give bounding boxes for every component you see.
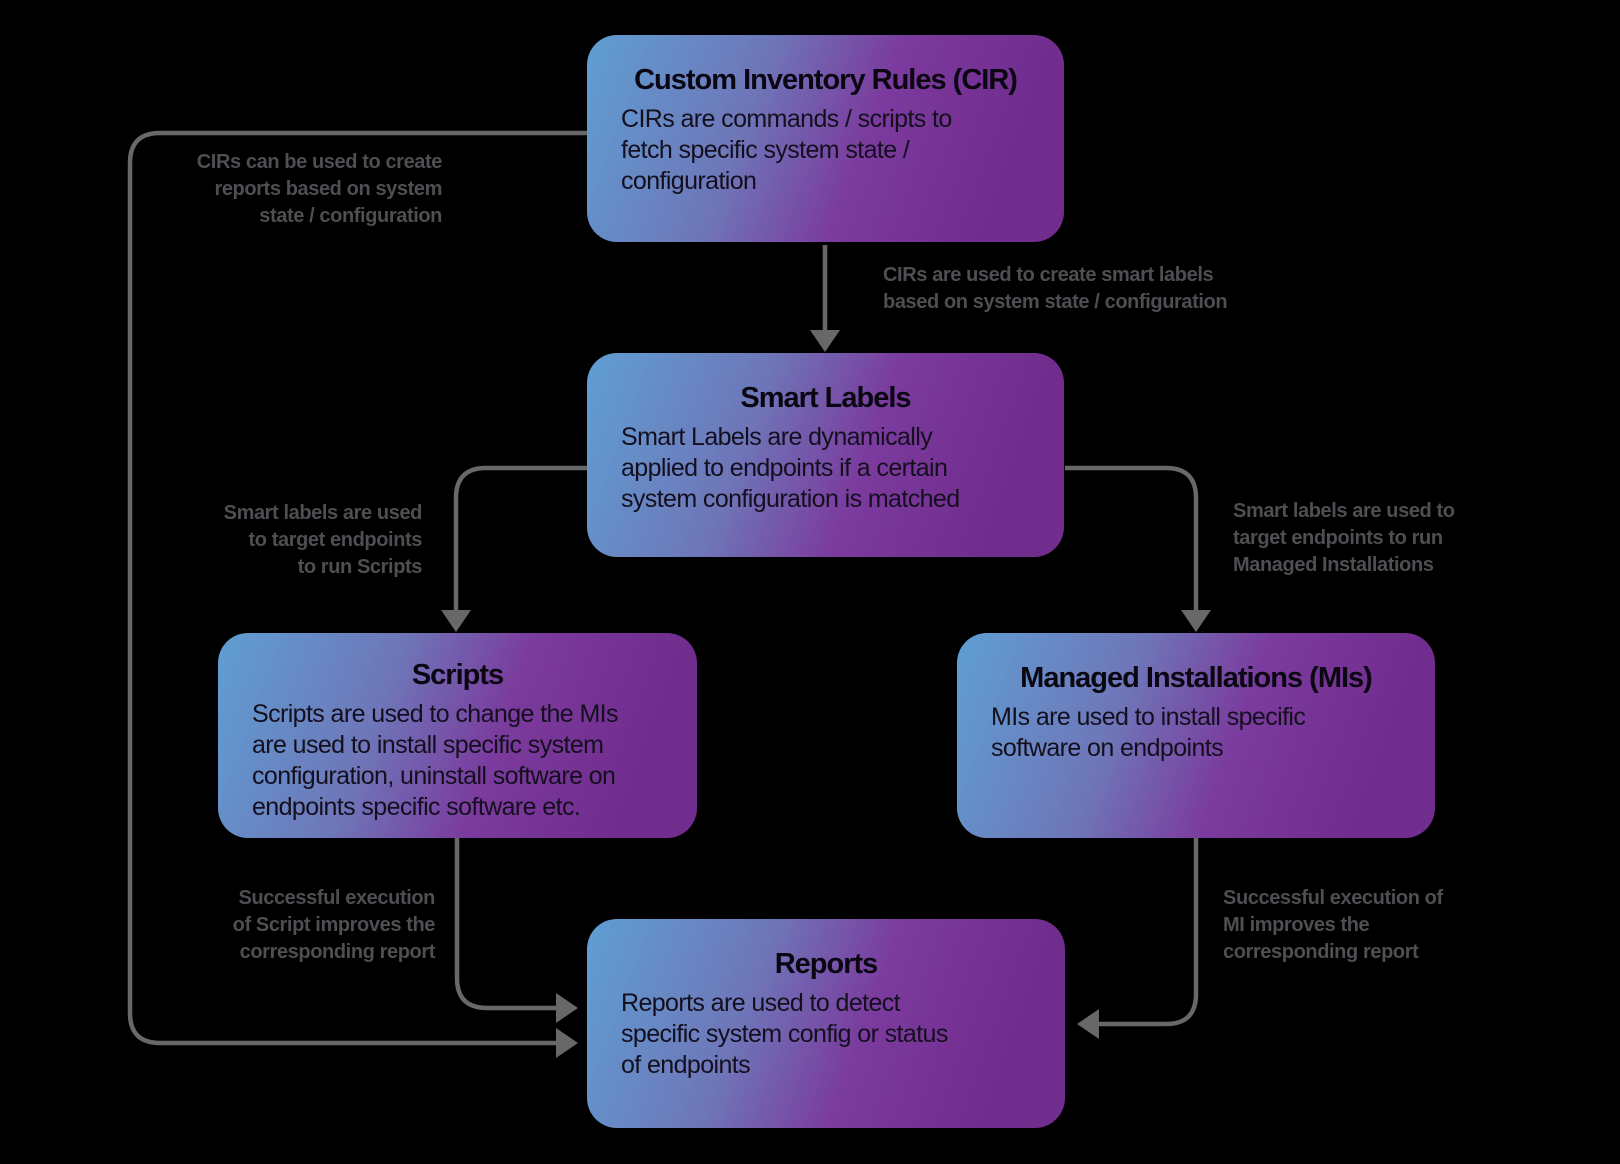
node-title: Reports (774, 948, 879, 980)
node-description: Smart Labels are dynamically applied to … (621, 423, 960, 513)
edge-smart-labels-to-scripts (453, 465, 587, 612)
edge-label-scripts-to-reports: Successful execution of Script improves … (232, 887, 436, 963)
arrowhead-smart-labels-to-scripts (441, 610, 471, 632)
edge-scripts-to-reports (454, 838, 556, 1011)
arrowhead-scripts-to-reports (556, 993, 578, 1023)
node-managed-installations: Managed Installations (MIs) MIs are used… (957, 633, 1435, 838)
node-reports: Reports Reports are used to detect speci… (587, 919, 1065, 1128)
arrowhead-smart-labels-to-mis (1181, 610, 1211, 632)
node-smart-labels: Smart Labels Smart Labels are dynamicall… (587, 353, 1064, 557)
edge-smart-labels-to-mis (1065, 465, 1199, 612)
node-title: Smart Labels (740, 382, 911, 414)
arrowhead-mis-to-reports (1077, 1009, 1099, 1039)
node-scripts: Scripts Scripts are used to change the M… (218, 633, 697, 838)
node-description: MIs are used to install specific softwar… (991, 703, 1306, 762)
edge-label-smart-labels-to-scripts: Smart labels are used to target endpoint… (223, 502, 423, 578)
node-description: CIRs are commands / scripts to fetch spe… (621, 105, 952, 195)
edge-label-smart-labels-to-mis: Smart labels are used to target endpoint… (1233, 500, 1455, 576)
edge-label-cir-to-reports: CIRs can be used to create reports based… (196, 151, 443, 227)
node-custom-inventory-rules: Custom Inventory Rules (CIR) CIRs are co… (587, 35, 1064, 242)
node-title: Custom Inventory Rules (CIR) (634, 64, 1018, 96)
node-description: Scripts are used to change the MIs are u… (252, 700, 619, 821)
edge-mis-to-reports (1099, 838, 1199, 1027)
edge-cir-to-reports (127, 130, 587, 1046)
node-title: Managed Installations (MIs) (1020, 662, 1373, 694)
edge-label-cir-to-smart-labels: CIRs are used to create smart labels bas… (883, 264, 1228, 313)
arrowhead-cir-to-smart-labels (810, 330, 840, 352)
node-title: Scripts (411, 659, 504, 691)
edge-label-mis-to-reports: Successful execution of MI improves the … (1223, 887, 1443, 963)
arrowhead-cir-to-reports (556, 1028, 578, 1058)
node-description: Reports are used to detect specific syst… (621, 989, 948, 1079)
